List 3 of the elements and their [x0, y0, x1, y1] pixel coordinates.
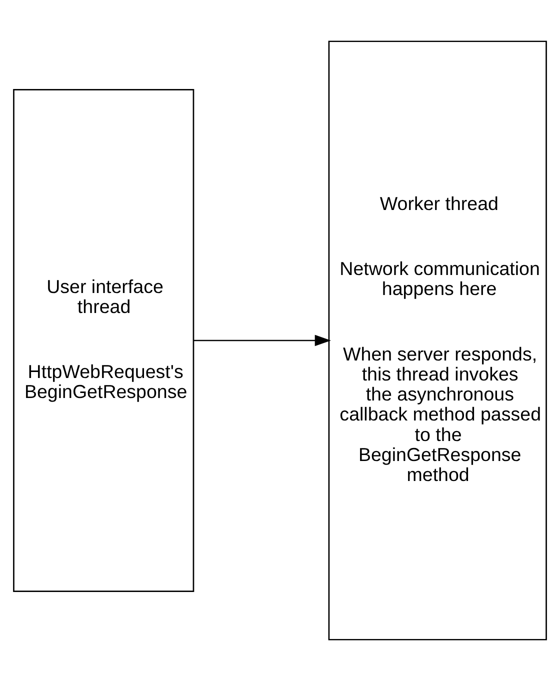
- node-box: User interface thread HttpWebRequest's BeginGetResponse: [13, 88, 194, 592]
- node-box: Worker thread Network communication happens here When server responds, this thread invokes the asynchronous callback method passed to the BeginGetResponse method: [328, 40, 547, 640]
- arrow: [194, 334, 331, 346]
